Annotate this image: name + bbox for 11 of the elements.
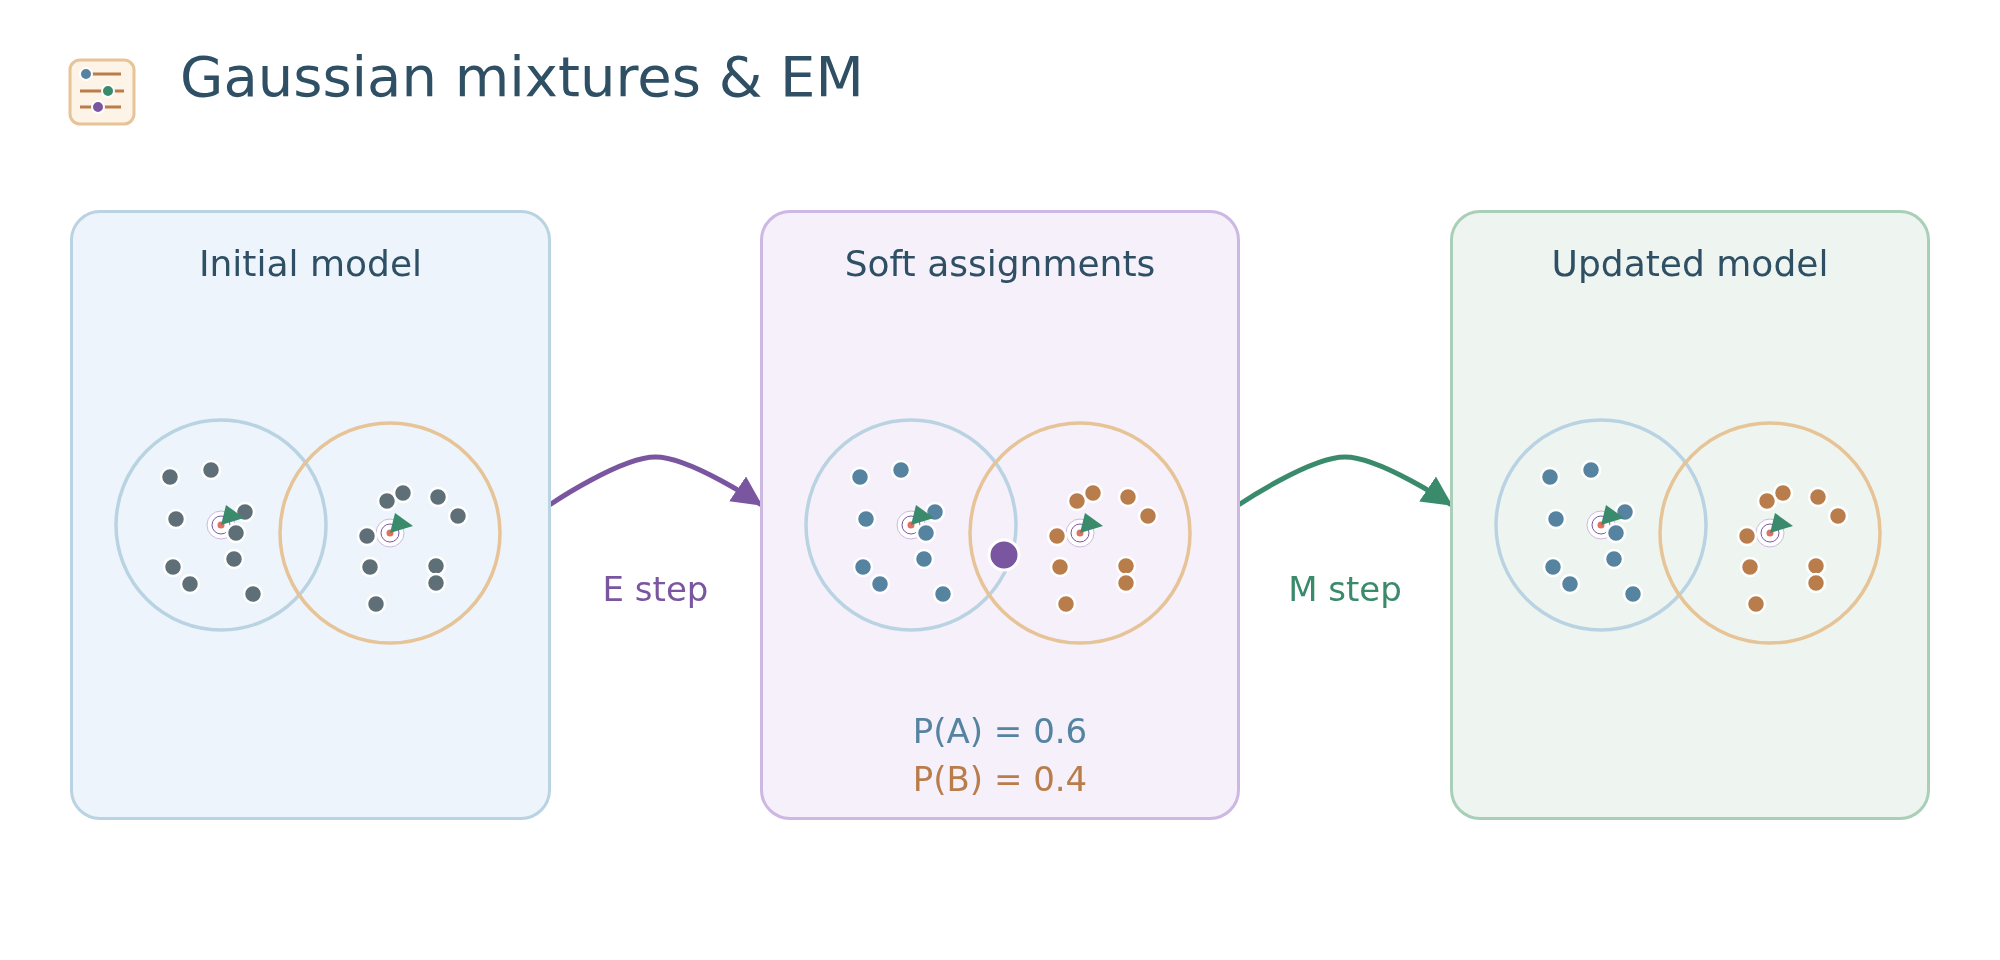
edge-label: E step bbox=[602, 569, 709, 609]
panel-title: Soft assignments bbox=[843, 243, 1157, 284]
panel bbox=[70, 210, 551, 820]
panel bbox=[760, 210, 1240, 820]
probability-label: P(A) = 0.6 bbox=[911, 711, 1089, 751]
title: Gaussian mixtures & EM bbox=[180, 44, 864, 109]
panel bbox=[1450, 210, 1930, 820]
panel-title: Updated model bbox=[1550, 243, 1830, 284]
edge-label: M step bbox=[1288, 569, 1402, 609]
probability-label: P(B) = 0.4 bbox=[911, 759, 1089, 799]
panel-title: Initial model bbox=[197, 243, 424, 284]
